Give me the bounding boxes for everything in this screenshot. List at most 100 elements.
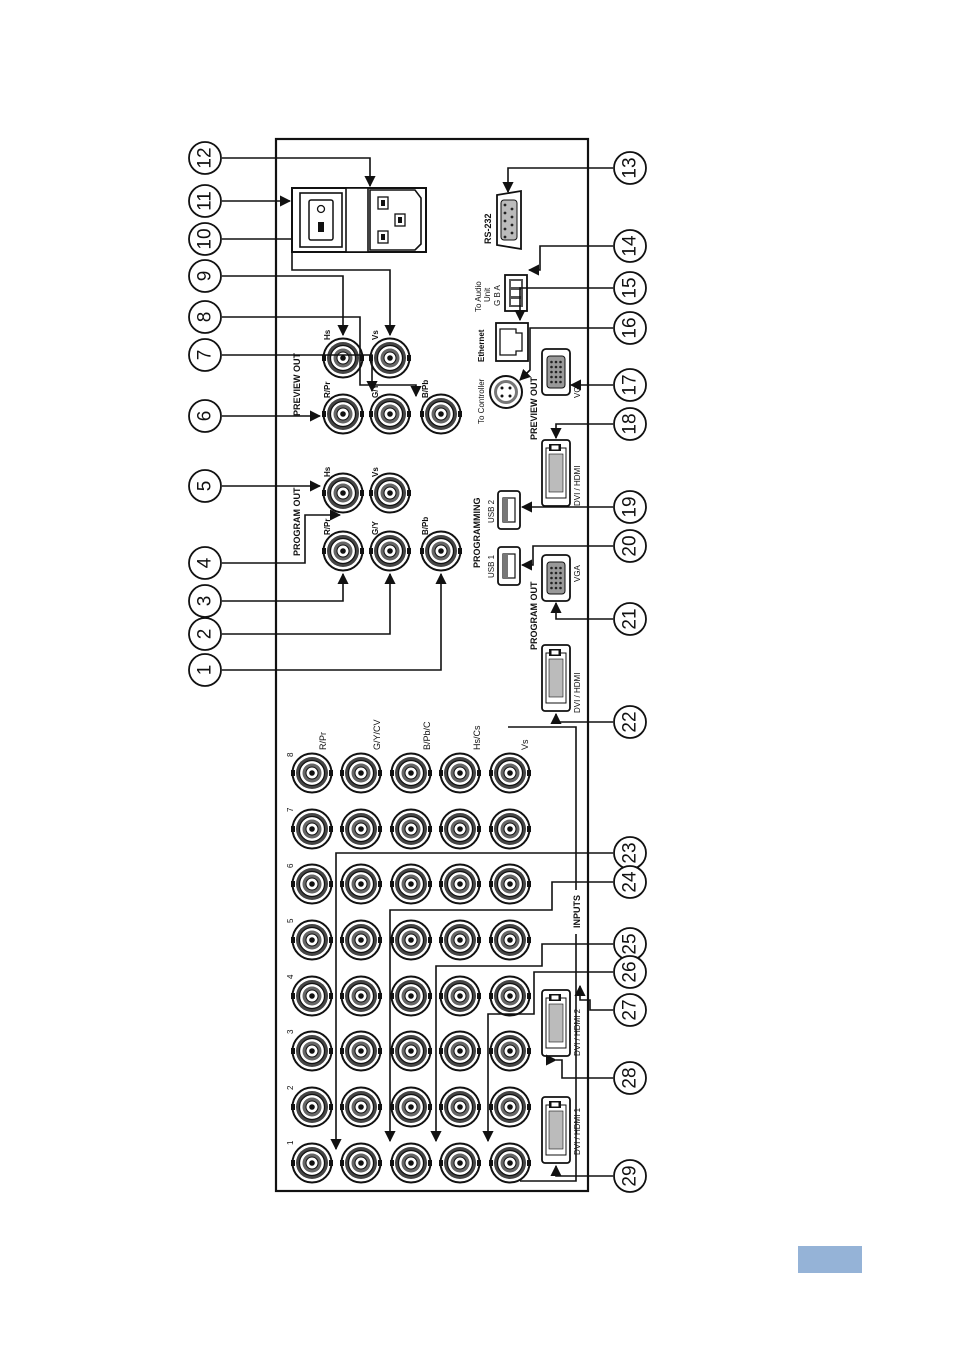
input-3-rpr-bnc <box>290 1030 334 1072</box>
program-dvi-label: DVI / HDMI <box>573 673 582 713</box>
input-column-8: 8 <box>286 752 295 757</box>
callout-22: 22 <box>613 705 647 739</box>
input-5-hscs-bnc <box>438 919 482 961</box>
rear-panel-outline <box>274 137 590 1193</box>
controller-din-port <box>489 375 523 409</box>
ethernet-label: Ethernet <box>477 329 486 362</box>
input-5-rpr-bnc <box>290 919 334 961</box>
callout-2: 2 <box>188 617 222 651</box>
callout-12: 12 <box>188 141 222 175</box>
callout-number: 25 <box>620 933 641 954</box>
callout-6: 6 <box>188 399 222 433</box>
input-6-gycv-bnc <box>339 863 383 905</box>
callout-number: 1 <box>195 665 216 676</box>
callout-number: 4 <box>195 557 216 568</box>
callout-20: 20 <box>613 529 647 563</box>
callout-18: 18 <box>613 407 647 441</box>
program-gy-label: G/Y <box>371 521 380 535</box>
usb2-label: USB 2 <box>487 499 496 523</box>
callout-8: 8 <box>188 300 222 334</box>
callout-number: 2 <box>195 629 216 640</box>
program-hs-bnc <box>321 472 365 514</box>
input-4-bpbc-bnc <box>389 975 433 1017</box>
callout-11: 11 <box>188 184 222 218</box>
input-1-hscs-bnc <box>438 1142 482 1184</box>
program-vs-bnc <box>368 472 412 514</box>
input-2-vs-bnc <box>488 1086 532 1128</box>
input-column-1: 1 <box>286 1140 295 1145</box>
callout-number: 14 <box>620 235 641 257</box>
callout-24: 24 <box>613 865 647 899</box>
input-row-labels: R/Pr G/Y/CV B/Pb/C Hs/Cs Vs <box>318 719 530 750</box>
callout-17: 17 <box>613 368 647 402</box>
input-6-vs-bnc <box>488 863 532 905</box>
callout-number: 18 <box>620 413 641 434</box>
callout-27: 27 <box>613 993 647 1027</box>
input-1-vs-bnc <box>488 1142 532 1184</box>
callout-number: 5 <box>195 481 216 492</box>
preview-gy-bnc <box>368 393 412 435</box>
callout-4: 4 <box>188 546 222 580</box>
program-vga-label: VGA <box>573 564 582 582</box>
usb2-port <box>497 490 521 530</box>
input-row-label-rpr: R/Pr <box>318 732 328 750</box>
input-1-rpr-bnc <box>290 1142 334 1184</box>
preview-dvi-port <box>541 439 571 507</box>
ethernet-port <box>495 322 529 362</box>
usb1-port <box>497 546 521 586</box>
input-dvi2-label: DVI / HDMI 2 <box>573 1008 582 1056</box>
input-3-vs-bnc <box>488 1030 532 1072</box>
callout-number: 11 <box>195 191 216 211</box>
controller-label: To Controller <box>477 378 486 424</box>
callout-number: 3 <box>195 596 216 607</box>
audio-unit-terminal <box>504 274 528 312</box>
input-7-bpbc-bnc <box>389 808 433 850</box>
program-rpr-bnc <box>321 530 365 572</box>
preview-rpr-bnc <box>321 393 365 435</box>
callout-21: 21 <box>613 602 647 636</box>
input-4-hscs-bnc <box>438 975 482 1017</box>
preview-vs-label: Vs <box>371 330 380 340</box>
callout-14: 14 <box>613 229 647 263</box>
inputs-title: INPUTS <box>572 895 582 928</box>
program-hs-label: Hs <box>323 466 332 477</box>
preview-bpb-bnc <box>419 393 463 435</box>
callout-number: 19 <box>620 496 641 517</box>
program-out-connectors-title: PROGRAM OUT <box>529 581 539 650</box>
page-corner-tab <box>798 1246 862 1273</box>
input-6-bpbc-bnc <box>389 863 433 905</box>
input-column-5: 5 <box>286 918 295 923</box>
callout-23: 23 <box>613 836 647 870</box>
program-dvi-port <box>541 644 571 712</box>
preview-bpb-label: B/Pb <box>421 380 430 398</box>
callout-number: 29 <box>620 1165 641 1186</box>
input-row-label-hscs: Hs/Cs <box>472 725 482 750</box>
input-2-gycv-bnc <box>339 1086 383 1128</box>
input-4-vs-bnc <box>488 975 532 1017</box>
input-2-bpbc-bnc <box>389 1086 433 1128</box>
callout-number: 12 <box>195 147 216 168</box>
program-out-title: PROGRAM OUT <box>292 487 302 556</box>
preview-rpr-label: R/Pr <box>323 382 332 398</box>
callout-number: 23 <box>620 842 641 863</box>
preview-vs-bnc <box>368 337 412 379</box>
preview-vga-label: VGA <box>573 380 582 398</box>
program-rpr-label: R/Pr <box>323 519 332 535</box>
callout-number: 15 <box>620 277 641 298</box>
callout-5: 5 <box>188 469 222 503</box>
input-dvi2-port <box>541 989 571 1057</box>
input-column-6: 6 <box>286 863 295 868</box>
callout-number: 17 <box>620 374 641 395</box>
input-8-vs-bnc <box>488 752 532 794</box>
input-4-rpr-bnc <box>290 975 334 1017</box>
input-6-hscs-bnc <box>438 863 482 905</box>
input-6-rpr-bnc <box>290 863 334 905</box>
preview-out-title: PREVIEW OUT <box>292 352 302 416</box>
input-5-gycv-bnc <box>339 919 383 961</box>
input-5-bpbc-bnc <box>389 919 433 961</box>
callout-number: 22 <box>620 711 641 732</box>
callout-19: 19 <box>613 490 647 524</box>
power-inlet <box>291 187 427 253</box>
callout-number: 24 <box>620 871 641 893</box>
